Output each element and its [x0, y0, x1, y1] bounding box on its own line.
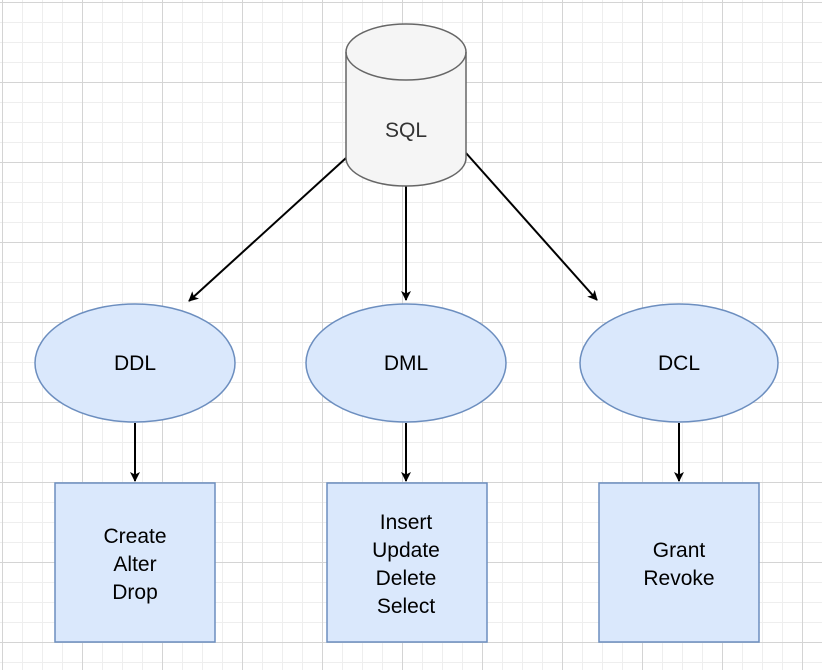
edge-sql-to-dcl	[465, 152, 598, 301]
dml-category-node[interactable]: DML	[305, 303, 507, 423]
dml-label: DML	[384, 352, 428, 375]
command-drop: Drop	[112, 581, 158, 604]
ddl-category-node[interactable]: DDL	[34, 303, 236, 423]
command-select: Select	[377, 595, 436, 618]
dcl-category-node[interactable]: DCL	[579, 303, 779, 423]
command-update: Update	[372, 539, 440, 562]
ddl-commands-rect	[54, 482, 216, 643]
dcl-label: DCL	[658, 352, 700, 375]
dml-commands-rect	[326, 482, 488, 643]
edges	[130, 152, 684, 482]
command-grant: Grant	[653, 539, 706, 562]
command-insert: Insert	[380, 511, 433, 534]
dcl-ellipse	[579, 303, 779, 423]
dml-ellipse	[305, 303, 507, 423]
ddl-label: DDL	[114, 352, 156, 375]
edge-sql-to-ddl	[188, 157, 347, 302]
ddl-ellipse	[34, 303, 236, 423]
dcl-commands-box[interactable]: Grant Revoke	[598, 482, 760, 643]
dml-commands-box[interactable]: Insert Update Delete Select	[326, 482, 488, 643]
command-create: Create	[103, 525, 166, 548]
sql-database-node[interactable]: SQL	[345, 23, 467, 187]
ddl-commands-box[interactable]: Create Alter Drop	[54, 482, 216, 643]
database-cylinder-rim	[345, 51, 467, 81]
command-delete: Delete	[376, 567, 437, 590]
dcl-commands-rect	[598, 482, 760, 643]
database-cylinder-icon	[345, 23, 467, 187]
command-alter: Alter	[113, 553, 156, 576]
command-revoke: Revoke	[643, 567, 714, 590]
sql-label: SQL	[385, 119, 427, 142]
